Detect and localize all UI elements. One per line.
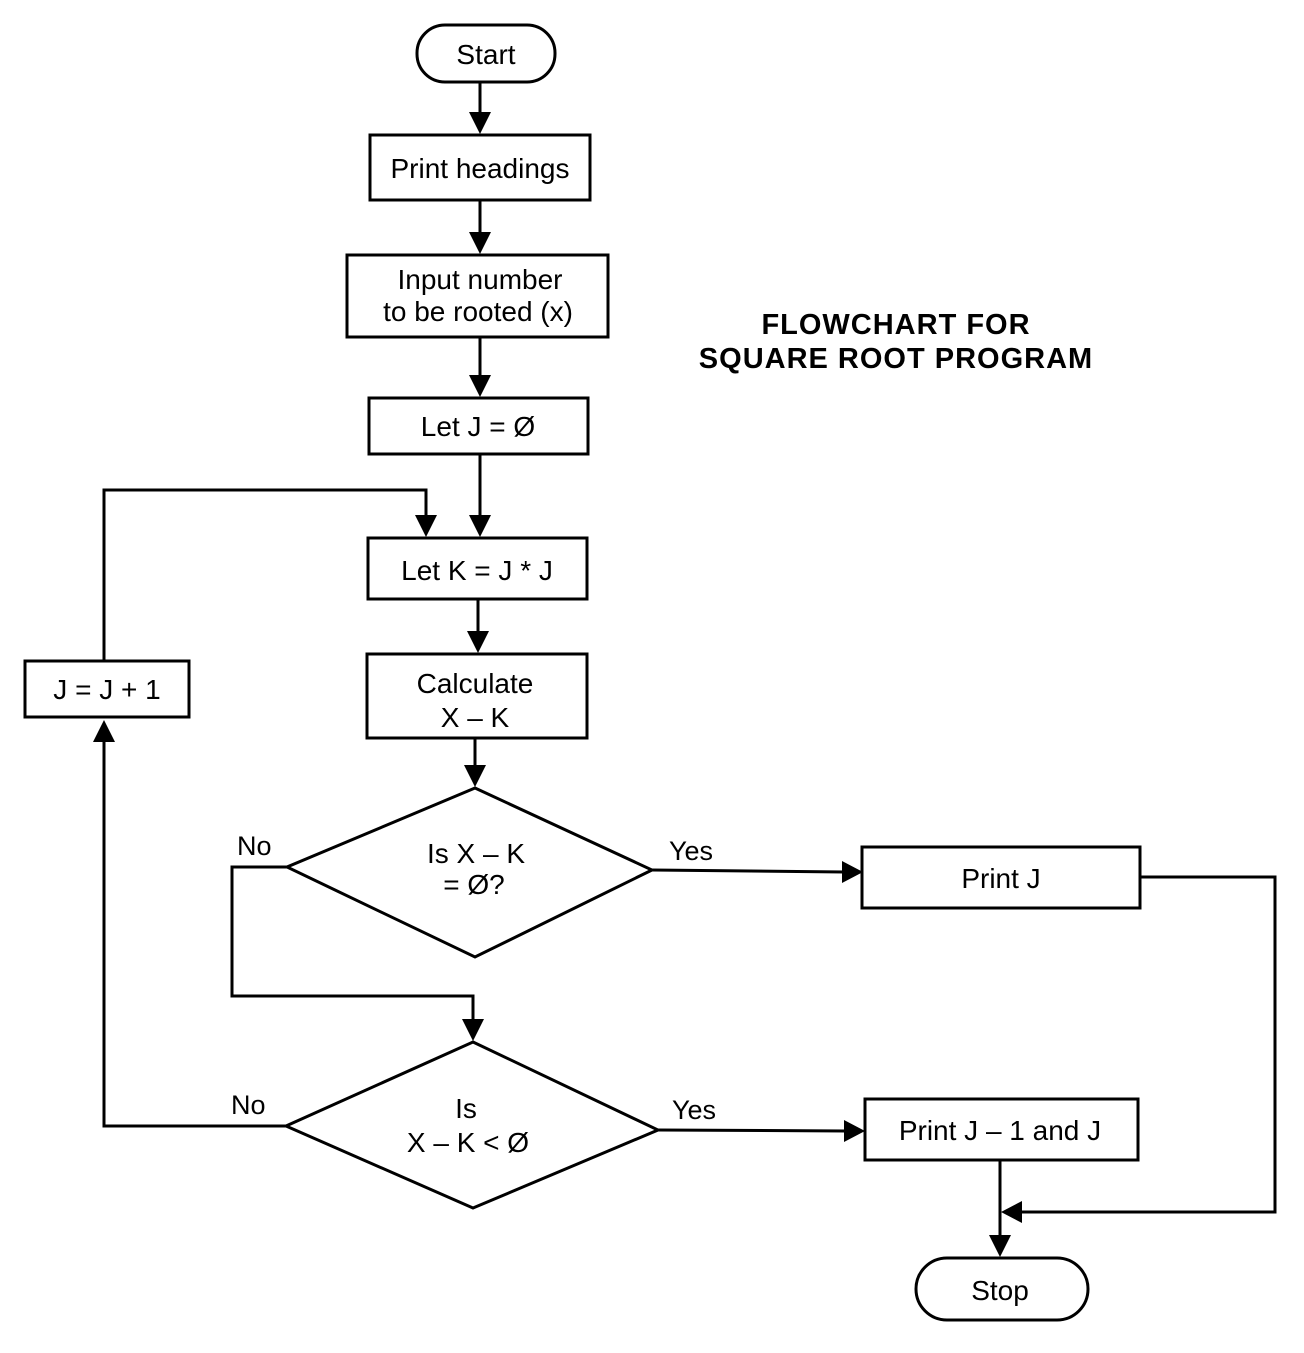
node-print-headings-label: Print headings — [390, 153, 569, 184]
title-line-1: FLOWCHART FOR — [761, 309, 1030, 341]
label-equal-no: No — [237, 831, 272, 861]
node-calculate-line-2: X – K — [441, 702, 510, 733]
flowchart-title: FLOWCHART FOR SQUARE ROOT PROGRAM — [699, 309, 1093, 375]
label-less-no: No — [231, 1090, 266, 1120]
edge-print-j-to-stop — [1020, 875, 1277, 1214]
node-input-number-line-1: Input number — [398, 264, 563, 295]
connectors — [93, 82, 1277, 1257]
node-increment-j: J = J + 1 — [23, 659, 191, 719]
arrowhead-let-k-loop — [415, 515, 437, 537]
node-print-j1-j-label: Print J – 1 and J — [899, 1115, 1101, 1146]
arrowhead-decision-less — [462, 1019, 484, 1041]
node-calculate-line-1: Calculate — [417, 668, 534, 699]
node-let-j-label: Let J = Ø — [421, 411, 535, 442]
edge-equal-no-to-decision-less — [230, 865, 475, 1022]
arrowhead-input — [469, 232, 491, 254]
node-let-k: Let K = J * J — [366, 536, 589, 601]
arrowhead-decision-equal — [464, 765, 486, 787]
arrowhead-merge — [1001, 1201, 1022, 1223]
edge-equal-yes-to-print-j — [651, 868, 845, 874]
node-increment-j-label: J = J + 1 — [53, 674, 160, 705]
node-stop: Stop — [914, 1256, 1090, 1322]
label-less-yes: Yes — [672, 1095, 716, 1125]
node-print-j: Print J — [860, 845, 1142, 910]
edge-less-yes-to-print-j1-j — [657, 1128, 847, 1133]
arrowhead-stop — [989, 1235, 1011, 1257]
node-let-j: Let J = Ø — [367, 396, 590, 456]
node-stop-label: Stop — [971, 1275, 1029, 1306]
node-print-j-label: Print J — [961, 863, 1040, 894]
node-start-label: Start — [456, 39, 515, 70]
node-decision-less-line-2: X – K < Ø — [407, 1127, 529, 1158]
node-input-number-line-2: to be rooted (x) — [383, 296, 573, 327]
arrowhead-let-k-main — [469, 515, 491, 537]
node-decision-equal-line-1: Is X – K — [427, 838, 525, 869]
edge-increment-to-let-k — [102, 488, 428, 660]
node-print-j1-j: Print J – 1 and J — [863, 1097, 1140, 1162]
node-print-headings: Print headings — [368, 133, 592, 202]
arrowhead-print-headings — [469, 112, 491, 134]
arrowhead-increment — [93, 720, 115, 742]
node-let-k-label: Let K = J * J — [401, 555, 553, 586]
node-decision-equal-line-2: = Ø? — [443, 869, 504, 900]
edge-less-no-to-increment — [102, 740, 286, 1128]
node-calculate: Calculate X – K — [365, 652, 589, 740]
node-decision-less: Is X – K < Ø — [282, 1040, 662, 1210]
node-decision-less-line-1: Is — [455, 1093, 477, 1124]
arrowhead-print-j1-j — [844, 1120, 865, 1142]
edge-labels: No Yes No Yes — [231, 831, 716, 1125]
node-start: Start — [415, 23, 557, 84]
node-input-number: Input number to be rooted (x) — [345, 253, 610, 339]
label-equal-yes: Yes — [669, 836, 713, 866]
arrowhead-let-j — [469, 375, 491, 397]
title-line-2: SQUARE ROOT PROGRAM — [699, 343, 1093, 375]
arrowhead-calculate — [467, 631, 489, 653]
arrowhead-print-j — [842, 861, 863, 883]
node-decision-equal: Is X – K = Ø? — [283, 786, 656, 959]
